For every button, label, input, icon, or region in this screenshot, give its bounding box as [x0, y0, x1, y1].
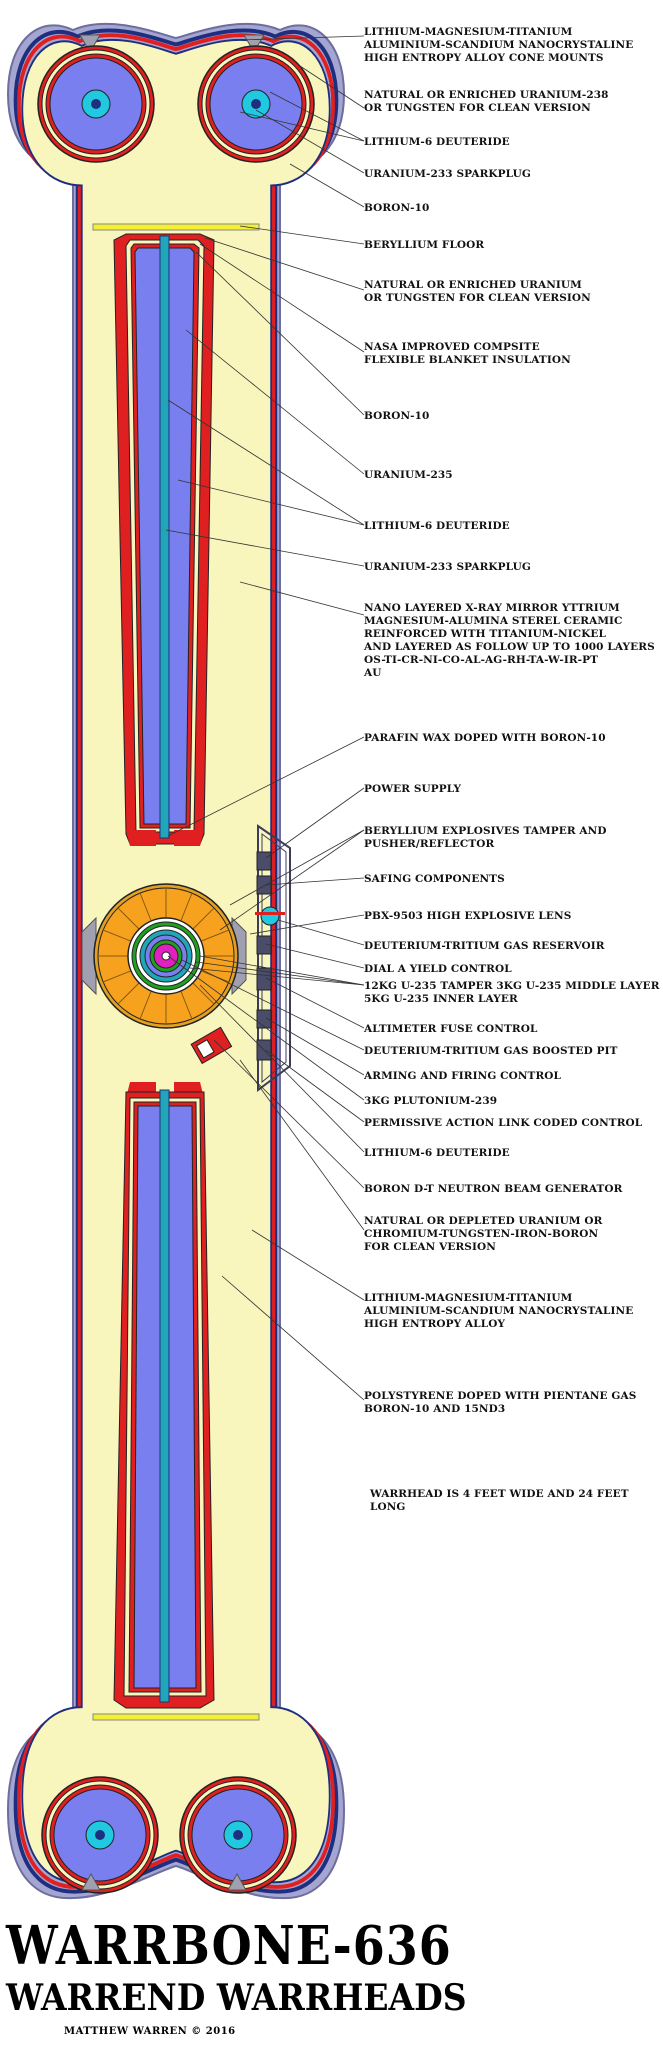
label-power-supply: POWER SUPPLY	[364, 783, 462, 795]
label-lithium-6-deuteride-low: LITHIUM-6 DEUTERIDE	[364, 1147, 510, 1159]
label-dial-a-yield: DIAL A YIELD CONTROL	[364, 963, 512, 975]
label-dt-gas-reservoir: DEUTERIUM-TRITIUM GAS RESERVOIR	[364, 940, 605, 952]
label-cone-mounts: LITHIUM-MAGNESIUM-TITANIUM ALUMINIUM-SCA…	[364, 26, 634, 64]
leader-lines	[165, 35, 365, 1401]
label-neutron-generator: BORON D-T NEUTRON BEAM GENERATOR	[364, 1183, 623, 1195]
bottom-beryllium-floor	[92, 1713, 260, 1721]
top-secondary-spheres	[37, 34, 315, 163]
label-sparkplug-top: URANIUM-233 SPARKPLUG	[364, 168, 531, 180]
diagram-subtitle: WARREND WARRHEADS	[6, 1975, 467, 2019]
label-boron-10: BORON-10	[364, 410, 430, 422]
primary-assembly	[81, 883, 247, 1065]
label-boosted-pit: DEUTERIUM-TRITIUM GAS BOOSTED PIT	[364, 1045, 618, 1057]
label-depleted-uranium: NATURAL OR DEPLETED URANIUM OR CHROMIUM-…	[364, 1215, 603, 1253]
label-high-entropy-alloy: LITHIUM-MAGNESIUM-TITANIUM ALUMINIUM-SCA…	[364, 1292, 634, 1330]
label-uranium-235: URANIUM-235	[364, 469, 453, 481]
label-plutonium-239: 3KG PLUTONIUM-239	[364, 1095, 498, 1107]
label-insulation: NASA IMPROVED COMPSITE FLEXIBLE BLANKET …	[364, 341, 571, 366]
diagram-title: WARRBONE-636	[6, 1914, 452, 1977]
upper-secondary	[113, 233, 215, 846]
label-high-explosive-lens: PBX-9503 HIGH EXPLOSIVE LENS	[364, 910, 572, 922]
label-uranium-233-sparkplug: URANIUM-233 SPARKPLUG	[364, 561, 531, 573]
label-polystyrene: POLYSTYRENE DOPED WITH PIENTANE GAS BORO…	[364, 1390, 637, 1415]
label-beryllium-floor: BERYLLIUM FLOOR	[364, 239, 485, 251]
label-enriched-uranium: NATURAL OR ENRICHED URANIUM OR TUNGSTEN …	[364, 279, 591, 304]
label-safing-components: SAFING COMPONENTS	[364, 873, 505, 885]
label-dimensions-note: WARRHEAD IS 4 FEET WIDE AND 24 FEET LONG	[370, 1488, 629, 1513]
bottom-secondary-spheres	[41, 1776, 297, 1894]
label-permissive-action-link: PERMISSIVE ACTION LINK CODED CONTROL	[364, 1117, 643, 1129]
label-altimeter-fuse: ALTIMETER FUSE CONTROL	[364, 1023, 538, 1035]
top-beryllium-floor	[92, 223, 260, 231]
author-credit: MATTHEW WARREN © 2016	[64, 2026, 236, 2037]
lower-secondary	[113, 1082, 215, 1709]
label-arming-firing: ARMING AND FIRING CONTROL	[364, 1070, 562, 1082]
label-lithium-6-deuteride-top: LITHIUM-6 DEUTERIDE	[364, 136, 510, 148]
label-xray-mirror: NANO LAYERED X-RAY MIRROR YTTRIUM MAGNES…	[364, 602, 655, 679]
label-u235-layers: 12KG U-235 TAMPER 3KG U-235 MIDDLE LAYER…	[364, 980, 660, 1005]
label-lithium-6-deuteride: LITHIUM-6 DEUTERIDE	[364, 520, 510, 532]
label-uranium-238-top: NATURAL OR ENRICHED URANIUM-238 OR TUNGS…	[364, 89, 609, 114]
label-boron-10-top: BORON-10	[364, 202, 430, 214]
label-parafin-wax: PARAFIN WAX DOPED WITH BORON-10	[364, 732, 606, 744]
label-beryllium-tamper: BERYLLIUM EXPLOSIVES TAMPER AND PUSHER/R…	[364, 825, 607, 850]
